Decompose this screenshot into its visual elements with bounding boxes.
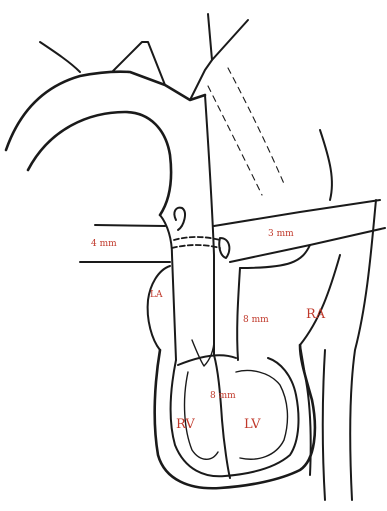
ra-lower-wall: [300, 255, 340, 475]
label-right-ventricle: RV: [176, 417, 195, 432]
label-vsd-8mm: 8 mm: [210, 391, 236, 401]
label-left-ventricle: LV: [244, 417, 261, 432]
label-pa-3mm: 3 mm: [268, 229, 294, 239]
label-left-atrium: LA: [150, 290, 163, 300]
aortic-arch-outer: [6, 72, 205, 150]
arch-branch-mid: [112, 42, 165, 85]
right-atrium-outer: [350, 200, 376, 500]
svc-wall: [320, 130, 332, 200]
arch-branch-right-2: [190, 60, 212, 100]
vsd-notch: [192, 340, 214, 366]
arch-branch-left: [40, 42, 80, 72]
right-atrium-inner: [240, 245, 310, 268]
lv-cavity: [236, 371, 287, 460]
arch-branch-right-1: [208, 14, 248, 60]
pulmonary-artery-right: [214, 200, 380, 226]
shunt-dashed-right: [228, 68, 285, 186]
pulmonary-artery-left: [95, 225, 165, 226]
ascending-aorta-right-wall: [205, 95, 214, 355]
label-septum-8mm: 8 mm: [243, 315, 269, 325]
pulmonary-artery-right-lower: [230, 228, 385, 262]
aortic-arch-inner: [28, 112, 171, 215]
rv-cavity: [185, 372, 218, 459]
label-right-atrium: RA: [306, 307, 326, 322]
ascending-aorta-left-wall: [160, 215, 176, 360]
aorta-valve-loop: [174, 208, 185, 230]
ivc-wall: [323, 350, 325, 500]
shunt-dashed-left: [208, 86, 262, 195]
left-atrium-wall: [148, 266, 170, 350]
label-aorta-4mm: 4 mm: [91, 239, 117, 249]
ra-septal-wall: [237, 268, 240, 360]
